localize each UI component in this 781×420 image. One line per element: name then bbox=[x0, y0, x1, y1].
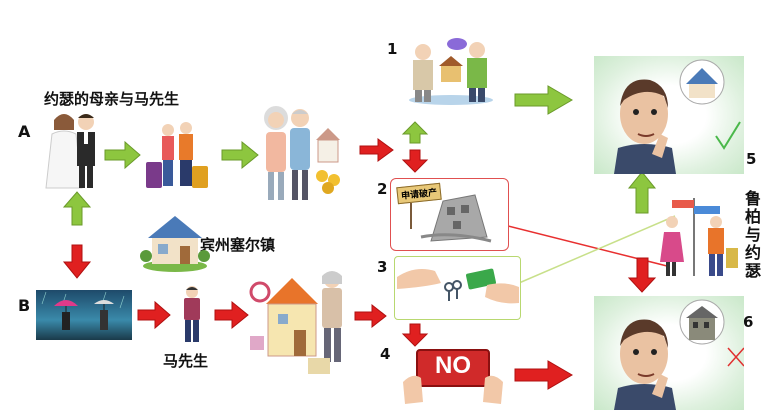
thinking-man-panel-5 bbox=[594, 56, 744, 174]
row-label-a: A bbox=[18, 122, 31, 141]
bankruptcy-collapse-icon bbox=[430, 194, 488, 242]
arrow-step2-up bbox=[401, 121, 429, 144]
no-hands-icon: NO bbox=[403, 342, 503, 406]
elderly-couple-money-icon bbox=[258, 96, 348, 208]
arrow-to-step5-up bbox=[627, 171, 657, 214]
travel-family-icon bbox=[142, 118, 212, 192]
arrow-a-right-1 bbox=[104, 140, 141, 170]
arrow-a-up bbox=[62, 191, 92, 226]
thinking-man-icon-2 bbox=[614, 319, 676, 410]
arrow-step2-down bbox=[401, 149, 429, 173]
check-mark-icon bbox=[715, 121, 741, 150]
arrow-b-right-2 bbox=[214, 300, 249, 330]
wedding-couple-icon bbox=[44, 108, 104, 190]
step-4: 4 bbox=[380, 345, 391, 363]
top-title: 约瑟的母亲与马先生 bbox=[44, 90, 180, 108]
no-sign: NO bbox=[435, 352, 471, 379]
thinking-man-panel-6 bbox=[594, 296, 744, 410]
mr-ma-label: 马先生 bbox=[163, 352, 209, 370]
arrow-a-to-b-down bbox=[62, 244, 92, 279]
arrow-step4-right bbox=[514, 360, 573, 390]
place-label: 宾州塞尔镇 bbox=[200, 236, 276, 254]
arrow-b-right-1 bbox=[137, 300, 171, 330]
arrow-step4-down bbox=[401, 323, 429, 347]
money-exchange-box bbox=[394, 256, 521, 320]
man-icon bbox=[178, 284, 206, 344]
step-6: 6 bbox=[743, 313, 754, 331]
thinking-man-icon bbox=[614, 79, 676, 174]
bankruptcy-box: 申请破产 bbox=[390, 178, 509, 251]
house-deal-icon bbox=[405, 36, 497, 106]
rain-umbrella-icon bbox=[36, 290, 132, 340]
step-2: 2 bbox=[377, 180, 388, 198]
cross-mark-icon bbox=[727, 347, 744, 367]
couple-signpost-icon bbox=[658, 188, 740, 280]
moving-house-icon bbox=[248, 264, 352, 382]
step-1: 1 bbox=[387, 40, 398, 58]
house-icon bbox=[140, 210, 210, 272]
arrow-a-right-2 bbox=[221, 140, 259, 170]
green-connector-line bbox=[511, 215, 676, 287]
arrow-step1-right bbox=[514, 85, 573, 115]
money-exchange-icon bbox=[397, 268, 519, 304]
step-3: 3 bbox=[377, 258, 388, 276]
arrow-b-right-3 bbox=[354, 303, 387, 329]
arrow-to-step6-down bbox=[627, 257, 657, 293]
arrow-a-right-3 bbox=[359, 138, 394, 162]
step-5: 5 bbox=[746, 150, 757, 168]
row-label-b: B bbox=[18, 296, 31, 315]
side-label: 鲁柏与约瑟 bbox=[742, 190, 761, 280]
